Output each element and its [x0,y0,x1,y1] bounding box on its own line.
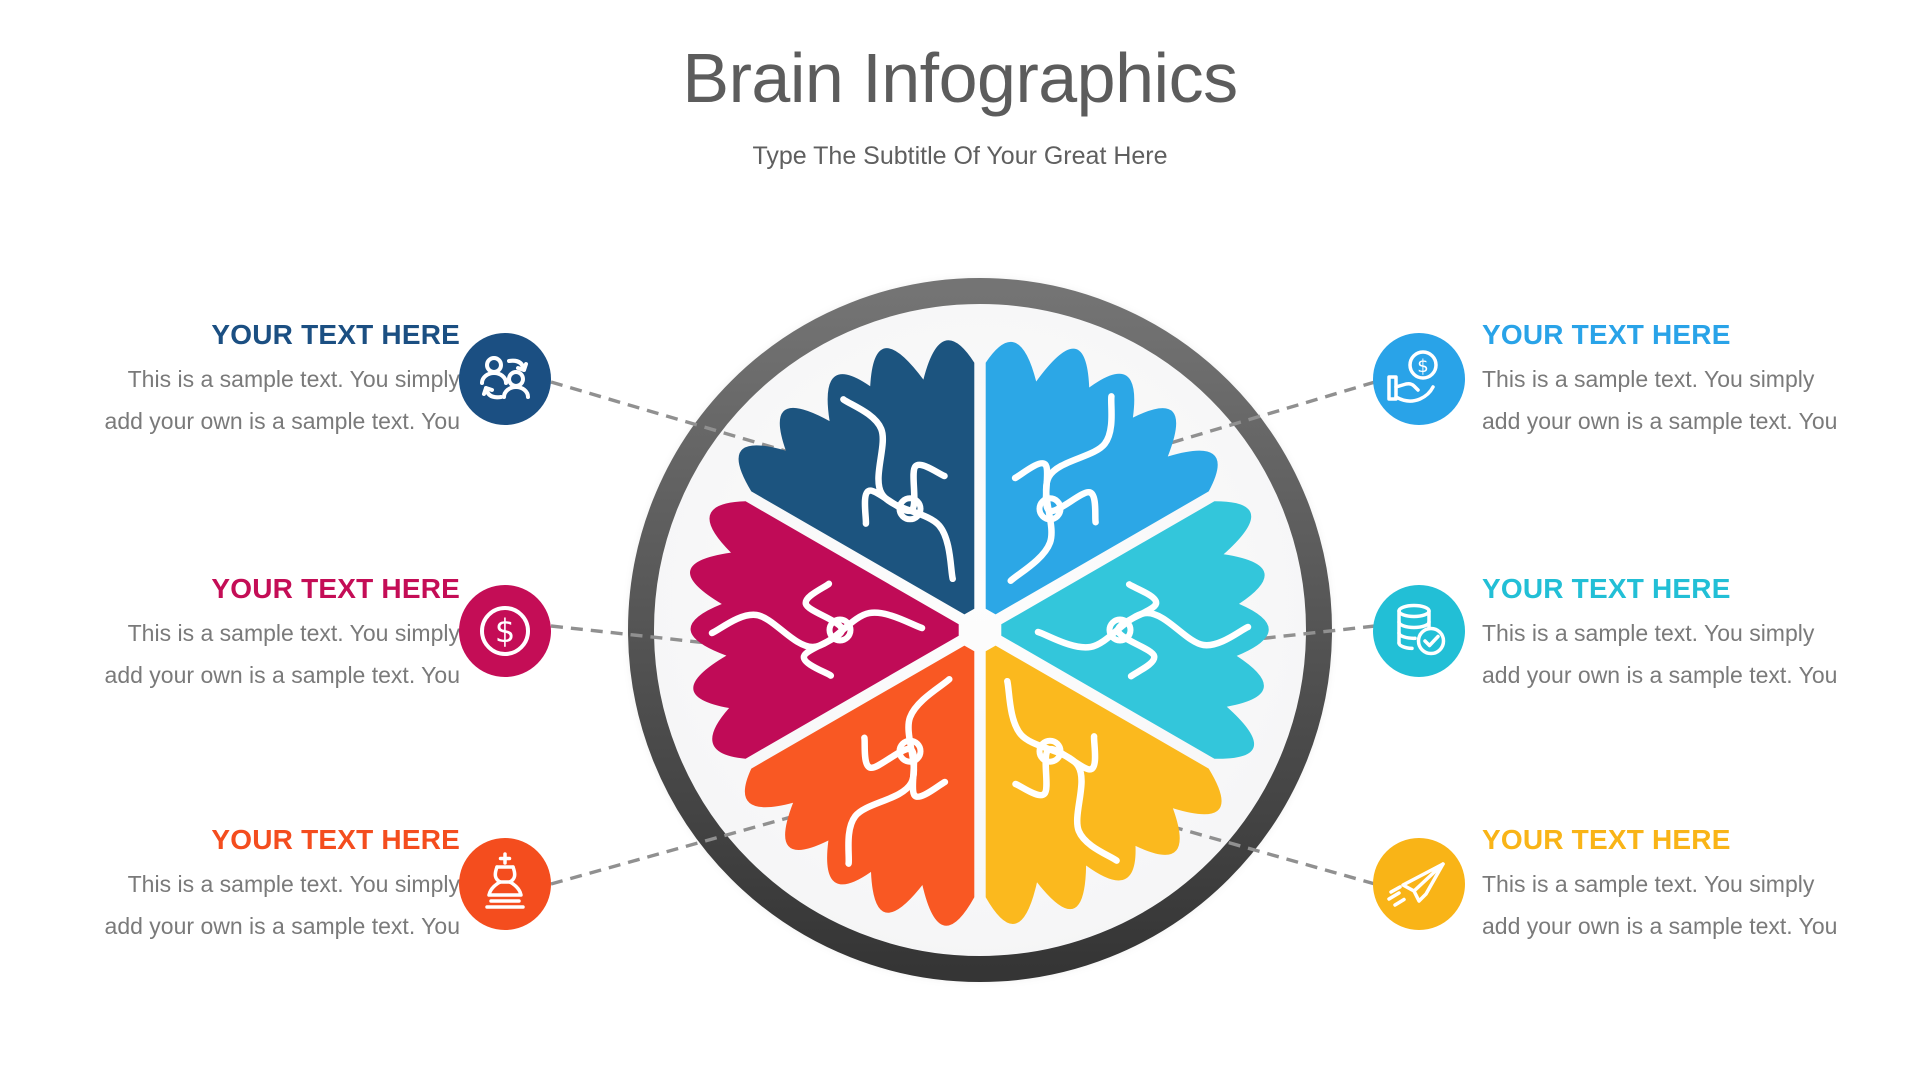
text-block-body-line: add your own is a sample text. You [1482,662,1838,688]
database-check-icon [1373,585,1465,677]
text-block-body-line: This is a sample text. You simply [1482,871,1815,897]
puzzle-knob [826,616,854,644]
hand-coin-glyph: $ [1387,350,1438,403]
text-block-heading: YOUR TEXT HERE [1482,319,1731,350]
chess-king-glyph [485,852,525,909]
text-block-bottom-left: YOUR TEXT HERE This is a sample text. Yo… [68,823,460,947]
puzzle-cut [861,734,949,800]
puzzle-cut [1012,733,1099,799]
hand-coin-icon: $ [1373,333,1465,425]
text-block-body-line: add your own is a sample text. You [1482,913,1838,939]
dollar-circle-icon: $ [459,585,551,677]
puzzle-knob [896,737,924,765]
text-block-body-line: This is a sample text. You simply [127,620,460,646]
puzzle-knob [1106,616,1134,644]
text-block-heading: YOUR TEXT HERE [211,824,460,855]
icon-circle [459,838,551,930]
icon-circle [1373,585,1465,677]
chess-king-icon [459,838,551,930]
text-block-bottom-right: YOUR TEXT HERE This is a sample text. Yo… [1482,823,1874,947]
text-block-body-line: This is a sample text. You simply [1482,620,1815,646]
text-block-body-line: add your own is a sample text. You [104,662,460,688]
puzzle-knob [1036,737,1064,765]
outer-ring [628,278,1332,982]
puzzle-cut [861,461,948,527]
svg-text:$: $ [495,612,515,650]
dollar-circle-glyph: $ [480,606,530,656]
brain-segment-top-right [985,341,1218,615]
brain-segment-top-left [738,340,975,615]
text-block-body-line: add your own is a sample text. You [1482,408,1838,434]
text-block-heading: YOUR TEXT HERE [211,319,460,350]
text-block-body-line: This is a sample text. You simply [1482,366,1815,392]
icon-circle [459,585,551,677]
text-block-body-line: This is a sample text. You simply [127,366,460,392]
text-block-middle-right: YOUR TEXT HERE This is a sample text. Yo… [1482,572,1874,696]
brain-segment-right [1001,501,1269,759]
page-subtitle: Type The Subtitle Of Your Great Here [752,142,1168,170]
brain-segment-bottom-left [744,645,975,926]
puzzle-cut [800,580,846,679]
paper-plane-glyph [1387,862,1445,907]
text-block-body-line: add your own is a sample text. You [104,913,460,939]
svg-text:$: $ [1417,356,1428,377]
text-block-top-right: YOUR TEXT HERE This is a sample text. Yo… [1482,318,1874,442]
connector-line [550,380,851,472]
text-block-heading: YOUR TEXT HERE [1482,824,1731,855]
text-block-heading: YOUR TEXT HERE [1482,573,1731,604]
brain-segment-left [690,501,959,759]
paper-plane-icon [1373,838,1465,930]
brain-segment-bottom-right [985,645,1222,925]
text-block-body-line: add your own is a sample text. You [104,408,460,434]
slide-header: Brain Infographics Type The Subtitle Of … [0,38,1920,171]
connector-line [1059,793,1376,886]
text-block-top-left: YOUR TEXT HERE This is a sample text. Yo… [68,318,460,442]
connector-line [550,793,871,886]
puzzle-cut [1011,460,1099,526]
puzzle-knob [1036,495,1064,523]
people-exchange-glyph [480,356,530,400]
text-block-body-line: This is a sample text. You simply [127,871,460,897]
puzzle-cut [1114,581,1160,680]
text-block-middle-left: YOUR TEXT HERE This is a sample text. Yo… [68,572,460,696]
connector-line [1079,380,1376,472]
text-block-heading: YOUR TEXT HERE [211,573,460,604]
page-title: Brain Infographics [682,39,1238,117]
people-exchange-icon [459,333,551,425]
database-check-glyph [1397,603,1446,656]
puzzle-knob [896,495,924,523]
